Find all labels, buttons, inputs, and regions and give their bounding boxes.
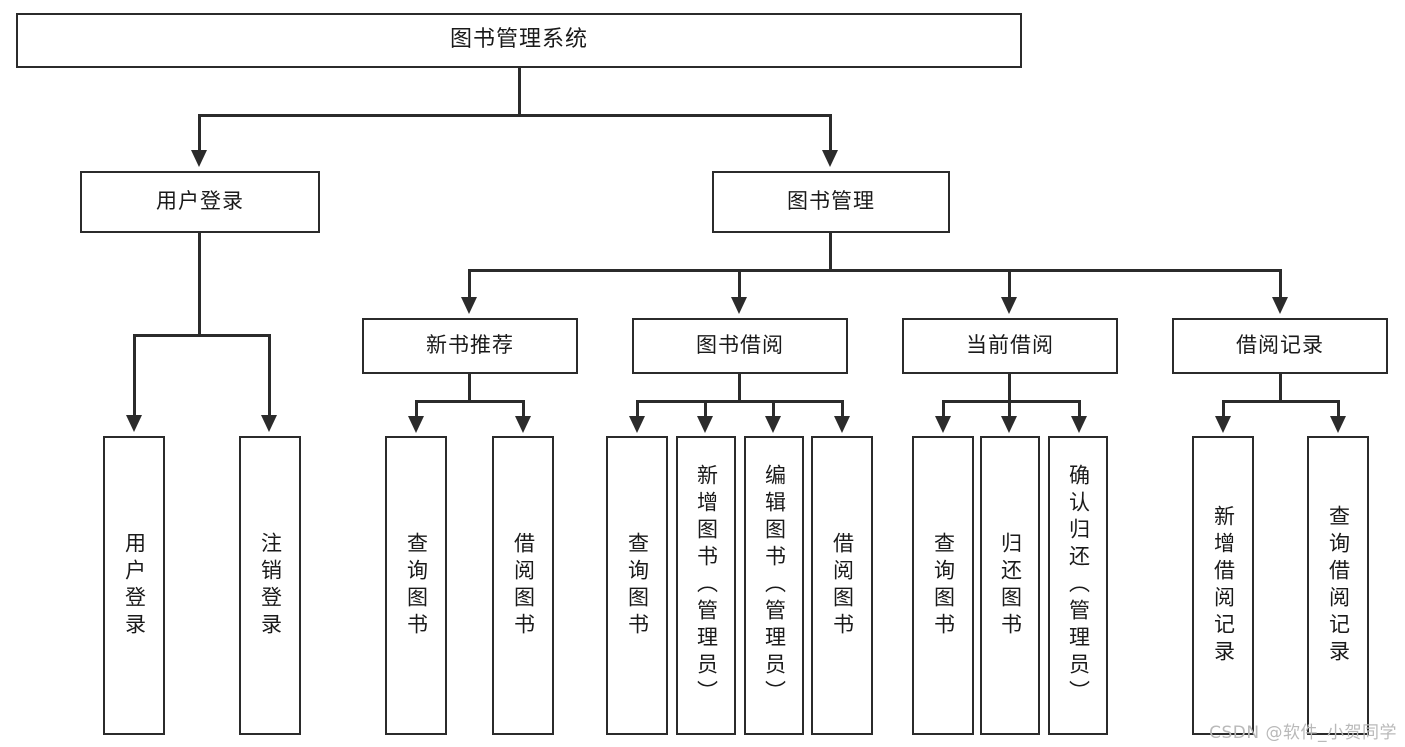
node-label: 注销登录: [258, 531, 283, 640]
node-root-system[interactable]: 图书管理系统: [16, 13, 1022, 68]
arrowhead-borrow-record: [1272, 297, 1288, 314]
arrowhead-leaf-query-book-cb: [935, 416, 951, 433]
node-label: 查询图书: [404, 531, 429, 640]
arrowhead-leaf-add-record: [1215, 416, 1231, 433]
connector-user-login-stem: [198, 233, 201, 336]
leaf-borrow-book-newbook[interactable]: 借阅图书: [492, 436, 554, 735]
connector-to-current-borrow: [1008, 269, 1011, 299]
arrowhead-leaf-query-book-nb: [408, 416, 424, 433]
arrowhead-leaf-confirm-return: [1071, 416, 1087, 433]
arrowhead-leaf-query-book-bb: [629, 416, 645, 433]
node-label: 借阅图书: [511, 531, 536, 640]
connector-borrow-record-leaf-1: [1222, 400, 1225, 418]
connector-to-book-borrow: [738, 269, 741, 299]
arrowhead-leaf-borrow-book-nb: [515, 416, 531, 433]
leaf-query-borrow-record[interactable]: 查询借阅记录: [1307, 436, 1369, 735]
connector-current-borrow-bar: [942, 400, 1081, 403]
node-label: 新书推荐: [426, 333, 514, 358]
connector-root-to-user-login: [198, 114, 201, 151]
leaf-query-book-current[interactable]: 查询图书: [912, 436, 974, 735]
leaf-return-book[interactable]: 归还图书: [980, 436, 1040, 735]
connector-book-borrow-leaf-3: [772, 400, 775, 418]
node-book-management[interactable]: 图书管理: [712, 171, 950, 233]
leaf-edit-book[interactable]: 编辑图书（管理员）: [744, 436, 804, 735]
connector-user-login-bar: [133, 334, 271, 337]
connector-new-book-stem: [468, 374, 471, 402]
arrowhead-new-book-recommend: [461, 297, 477, 314]
leaf-borrow-book[interactable]: 借阅图书: [811, 436, 873, 735]
connector-new-book-leaf-1: [415, 400, 418, 418]
node-label: 查询图书: [931, 531, 956, 640]
connector-borrow-record-bar: [1222, 400, 1340, 403]
node-label: 新增借阅记录: [1211, 504, 1236, 667]
connector-to-borrow-record: [1279, 269, 1282, 299]
node-label: 确认归还（管理员）: [1066, 464, 1091, 707]
node-label: 当前借阅: [966, 333, 1054, 358]
connector-book-borrow-stem: [738, 374, 741, 402]
arrowhead-leaf-edit-book: [765, 416, 781, 433]
arrowhead-book-borrow: [731, 297, 747, 314]
leaf-query-book-borrow[interactable]: 查询图书: [606, 436, 668, 735]
leaf-add-book[interactable]: 新增图书（管理员）: [676, 436, 736, 735]
node-label: 借阅记录: [1236, 333, 1324, 358]
node-label: 借阅图书: [830, 531, 855, 640]
connector-borrow-record-stem: [1279, 374, 1282, 402]
arrowhead-book-manage: [822, 150, 838, 167]
leaf-logout[interactable]: 注销登录: [239, 436, 301, 735]
leaf-query-book-newbook[interactable]: 查询图书: [385, 436, 447, 735]
connector-root-stem: [518, 68, 521, 115]
connector-root-to-book-manage: [829, 114, 832, 151]
connector-user-login-leaf-1: [133, 334, 136, 416]
arrowhead-user-login: [191, 150, 207, 167]
connector-to-new-book: [468, 269, 471, 299]
arrowhead-leaf-return-book: [1001, 416, 1017, 433]
node-borrow-record[interactable]: 借阅记录: [1172, 318, 1388, 374]
connector-current-borrow-leaf-2: [1008, 400, 1011, 418]
connector-book-borrow-bar: [636, 400, 844, 403]
leaf-confirm-return[interactable]: 确认归还（管理员）: [1048, 436, 1108, 735]
node-label: 图书借阅: [696, 333, 784, 358]
arrowhead-leaf-borrow-book-bb: [834, 416, 850, 433]
node-label: 图书管理: [787, 189, 875, 214]
node-new-book-recommend[interactable]: 新书推荐: [362, 318, 578, 374]
connector-current-borrow-leaf-3: [1078, 400, 1081, 418]
leaf-add-borrow-record[interactable]: 新增借阅记录: [1192, 436, 1254, 735]
node-label: 用户登录: [156, 189, 244, 214]
connector-new-book-leaf-2: [522, 400, 525, 418]
connector-new-book-bar: [415, 400, 525, 403]
connector-user-login-leaf-2: [268, 334, 271, 416]
connector-book-manage-bar: [468, 269, 1282, 272]
node-current-borrow[interactable]: 当前借阅: [902, 318, 1118, 374]
connector-current-borrow-leaf-1: [942, 400, 945, 418]
arrowhead-leaf-user-login: [126, 415, 142, 432]
node-label: 查询图书: [625, 531, 650, 640]
node-book-borrow[interactable]: 图书借阅: [632, 318, 848, 374]
arrowhead-leaf-query-record: [1330, 416, 1346, 433]
connector-current-borrow-stem: [1008, 374, 1011, 402]
arrowhead-leaf-add-book: [697, 416, 713, 433]
node-label: 归还图书: [998, 531, 1023, 640]
node-label: 图书管理系统: [449, 27, 588, 53]
leaf-user-login[interactable]: 用户登录: [103, 436, 165, 735]
connector-root-bar: [198, 114, 832, 117]
node-label: 编辑图书（管理员）: [762, 464, 787, 707]
connector-book-borrow-leaf-1: [636, 400, 639, 418]
arrowhead-current-borrow: [1001, 297, 1017, 314]
arrowhead-leaf-logout: [261, 415, 277, 432]
connector-borrow-record-leaf-2: [1337, 400, 1340, 418]
node-label: 查询借阅记录: [1326, 504, 1351, 667]
connector-book-borrow-leaf-4: [841, 400, 844, 418]
node-user-login[interactable]: 用户登录: [80, 171, 320, 233]
connector-book-borrow-leaf-2: [704, 400, 707, 418]
node-label: 用户登录: [122, 531, 147, 640]
connector-book-manage-stem: [829, 233, 832, 271]
node-label: 新增图书（管理员）: [694, 464, 719, 707]
